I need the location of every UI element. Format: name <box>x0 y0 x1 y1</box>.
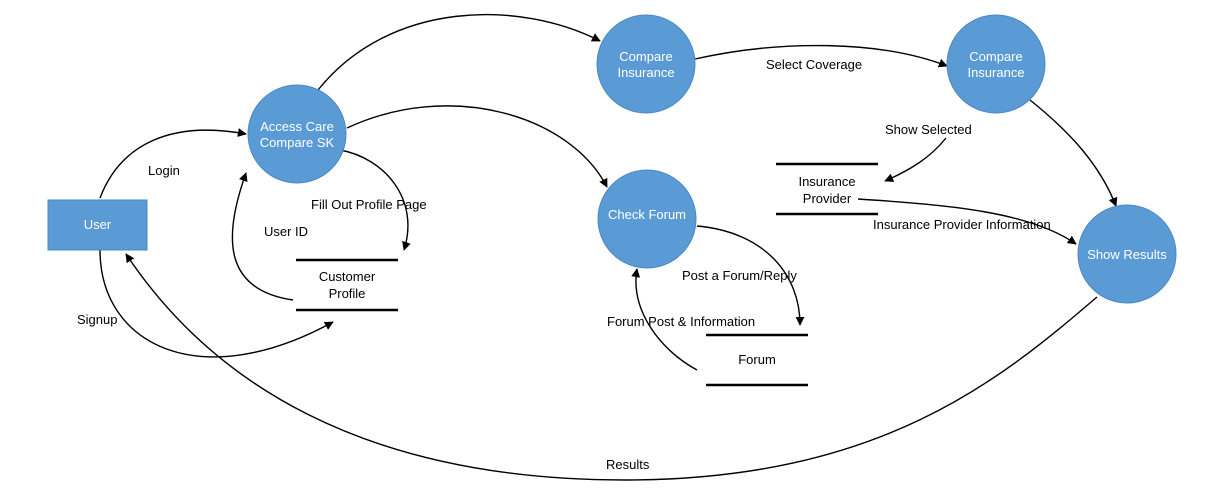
store-forum-label: Forum <box>738 352 776 367</box>
process-access-care-compare-sk: Access Care Compare SK <box>247 84 347 184</box>
flow-insurance-provider-information <box>857 198 1077 245</box>
flow-compare-to-results <box>1029 99 1118 207</box>
flow-access-to-compare <box>317 13 601 91</box>
process-compare-insurance-1-line2: Insurance <box>617 65 674 80</box>
process-compare-insurance-2-line1: Compare <box>969 49 1022 64</box>
process-access-care-line2: Compare SK <box>260 135 335 150</box>
label-post-forum-reply: Post a Forum/Reply <box>682 268 797 283</box>
user-entity: User <box>47 199 148 251</box>
label-results: Results <box>606 457 650 472</box>
flows <box>99 13 1118 481</box>
process-show-results: Show Results <box>1077 204 1177 304</box>
process-compare-insurance-2-line2: Insurance <box>967 65 1024 80</box>
store-customer-profile: Customer Profile <box>296 258 398 312</box>
store-customer-profile-line1: Customer <box>319 269 376 284</box>
store-forum: Forum <box>706 333 808 387</box>
flow-show-selected <box>884 137 947 182</box>
store-insurance-provider-line1: Insurance <box>798 174 855 189</box>
flow-forum-post-information <box>631 268 698 371</box>
store-insurance-provider: Insurance Provider <box>776 162 878 216</box>
process-compare-insurance-2: Compare Insurance <box>946 14 1046 114</box>
flow-login <box>99 128 247 199</box>
label-user-id: User ID <box>264 224 308 239</box>
label-forum-post-information: Forum Post & Information <box>607 314 755 329</box>
process-check-forum-label: Check Forum <box>608 207 686 222</box>
store-customer-profile-line2: Profile <box>329 286 366 301</box>
flow-fill-out-profile <box>339 149 411 251</box>
flow-user-id <box>231 172 294 301</box>
label-login: Login <box>148 163 180 178</box>
process-access-care-line1: Access Care <box>260 119 334 134</box>
label-insurance-provider-information: Insurance Provider Information <box>873 217 1051 232</box>
flow-results <box>125 253 1098 481</box>
label-show-selected: Show Selected <box>885 122 972 137</box>
label-signup: Signup <box>77 312 117 327</box>
flow-signup <box>99 249 334 358</box>
flow-labels: Login Signup User ID Fill Out Profile Pa… <box>77 57 1051 472</box>
flow-post-forum-reply <box>696 225 805 326</box>
process-compare-insurance-1: Compare Insurance <box>596 14 696 114</box>
process-compare-insurance-1-line1: Compare <box>619 49 672 64</box>
user-entity-label: User <box>84 217 112 232</box>
process-show-results-label: Show Results <box>1087 247 1167 262</box>
label-select-coverage: Select Coverage <box>766 57 862 72</box>
flow-select-coverage <box>694 44 948 68</box>
flow-access-to-forum <box>346 105 608 188</box>
store-insurance-provider-line2: Provider <box>803 191 852 206</box>
process-check-forum: Check Forum <box>597 169 697 269</box>
label-fill-out-profile: Fill Out Profile Page <box>311 197 427 212</box>
